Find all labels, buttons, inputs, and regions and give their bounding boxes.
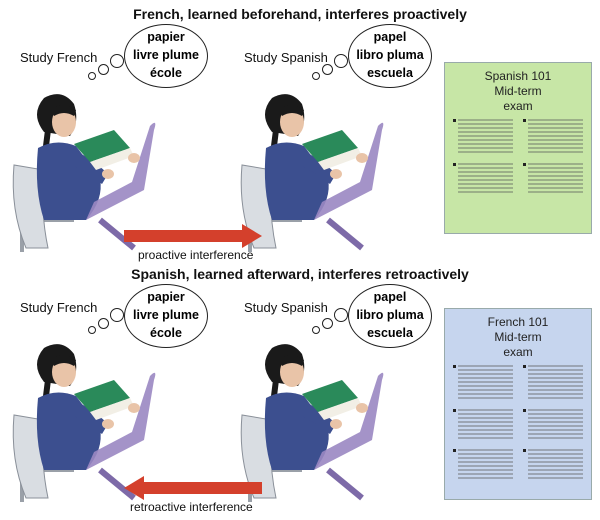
student-illustration [12,344,156,502]
thought-dot [334,54,348,68]
student-illustration [12,94,156,252]
vocab-word: papel [373,290,407,304]
exam-question-lines [453,365,583,479]
retroactive-arrow [124,476,262,500]
exam-title-line: Spanish 101 [484,69,552,83]
exam-title-line: Mid-term [494,84,542,98]
thought-bubble-french: papier livre plume école [124,24,208,88]
arrow-label-proactive: proactive interference [138,248,254,262]
student-illustration [240,344,384,502]
thought-dot [334,308,348,322]
vocab-word: escuela [367,66,413,80]
vocab-word: livre plume [133,308,199,322]
exam-title-line: exam [503,345,533,359]
thought-dot [110,308,124,322]
vocab-word: papel [373,30,407,44]
exam-title-line: exam [503,99,533,113]
vocab-word: école [150,326,182,340]
exam-title-line: French 101 [487,315,549,329]
study-spanish-label: Study Spanish [244,300,328,315]
exam-question-lines [453,119,583,193]
vocab-word: école [150,66,182,80]
proactive-arrow [124,224,262,248]
vocab-word: escuela [367,326,413,340]
vocab-word: papier [147,30,185,44]
exam-sheet-spanish: Spanish 101 Mid-term exam [444,62,592,234]
thought-bubble-french: papier livre plume école [124,284,208,348]
study-french-label: Study French [20,300,98,315]
thought-dot [322,64,333,75]
thought-dot [322,318,333,329]
thought-dot [88,326,96,334]
thought-dot [312,72,320,80]
thought-dot [88,72,96,80]
vocab-word: libro pluma [356,48,424,62]
thought-bubble-spanish: papel libro pluma escuela [348,24,432,88]
exam-title-line: Mid-term [494,330,542,344]
row-title-retroactive: Spanish, learned afterward, interferes r… [131,266,469,282]
arrow-label-retroactive: retroactive interference [130,500,253,514]
vocab-word: livre plume [133,48,199,62]
thought-dot [98,64,109,75]
row-title-proactive: French, learned beforehand, interferes p… [133,6,467,22]
vocab-word: libro pluma [356,308,424,322]
exam-sheet-french: French 101 Mid-term exam [444,308,592,500]
study-spanish-label: Study Spanish [244,50,328,65]
thought-dot [312,326,320,334]
thought-dot [98,318,109,329]
vocab-word: papier [147,290,185,304]
study-french-label: Study French [20,50,98,65]
student-illustration [240,94,384,252]
thought-dot [110,54,124,68]
thought-bubble-spanish: papel libro pluma escuela [348,284,432,348]
